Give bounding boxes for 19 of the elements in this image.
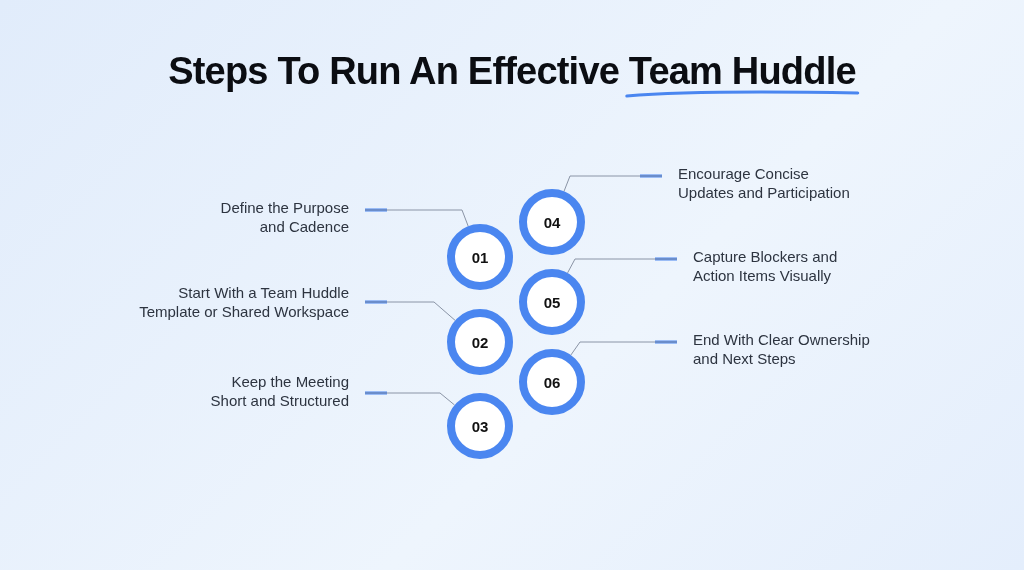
step-number-circle: 01 [447, 224, 513, 290]
step-number-circle: 04 [519, 189, 585, 255]
step-label: Capture Blockers and Action Items Visually [677, 237, 861, 285]
step-label: Encourage Concise Updates and Participation [662, 154, 856, 202]
step-number-circle: 03 [447, 393, 513, 459]
title: Steps To Run An Effective Team Huddle [167, 50, 857, 93]
step-label: End With Clear Ownership and Next Steps [677, 320, 891, 368]
step-number-circle: 06 [519, 349, 585, 415]
step-label: Define the Purpose and Cadence [201, 198, 365, 236]
leader-line [364, 300, 456, 321]
leader-line [563, 174, 663, 192]
leader-line [364, 391, 456, 406]
leader-line [364, 208, 469, 227]
leader-line [570, 340, 678, 356]
leader-line [567, 257, 678, 274]
step-label: Keep the Meeting Short and Structured [206, 372, 365, 410]
step-number-circle: 02 [447, 309, 513, 375]
step-label: Start With a Team Huddle Template or Shared Workspace [131, 283, 365, 321]
step-number-circle: 05 [519, 269, 585, 335]
